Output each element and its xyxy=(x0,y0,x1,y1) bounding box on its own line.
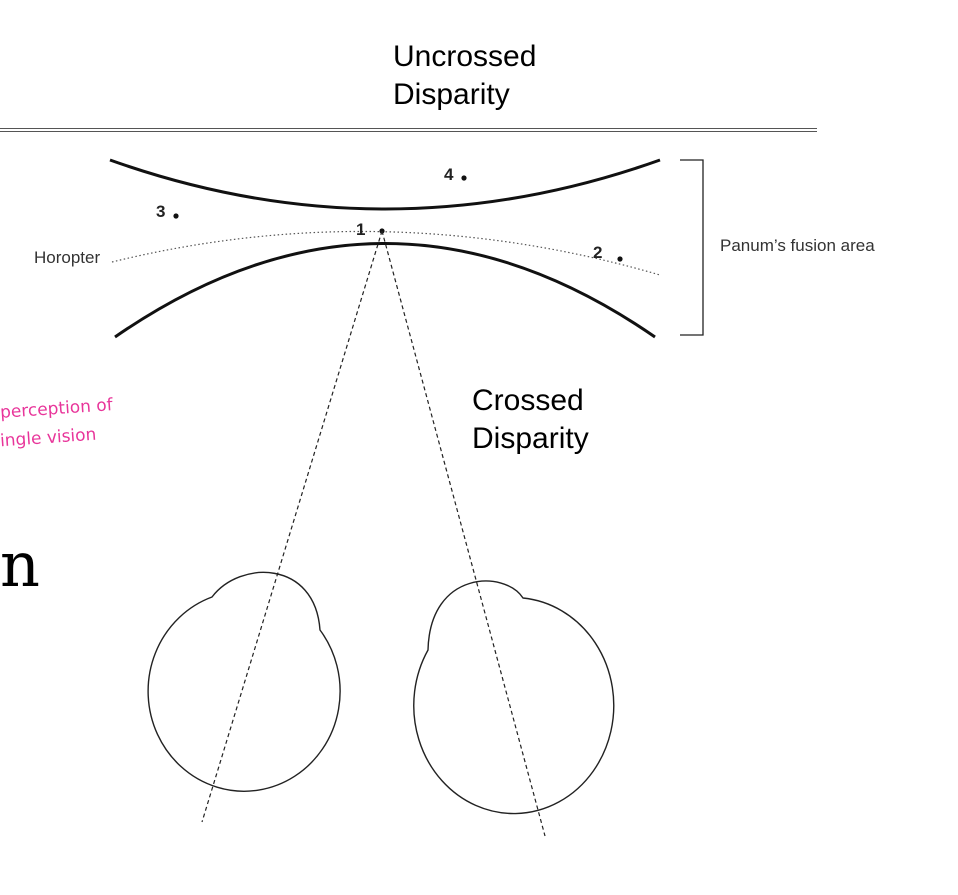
panum-fusion-area-label: Panum’s fusion area xyxy=(720,236,875,255)
title-divider xyxy=(0,128,817,132)
fusion-area-bracket xyxy=(680,159,704,336)
left-eye-line-of-sight xyxy=(201,230,383,823)
crossed-line-2: Disparity xyxy=(472,422,589,455)
horopter-label: Horopter xyxy=(34,248,101,267)
crossed-line-1: Crossed xyxy=(472,384,584,417)
cutoff-text: n xyxy=(0,528,40,601)
point-2-label: 2 xyxy=(593,243,603,262)
right-eye-line-of-sight xyxy=(381,230,546,837)
crossed-disparity-heading: Crossed Disparity xyxy=(472,382,589,458)
fusion-area-lower-boundary xyxy=(114,242,656,339)
fusion-area-upper-boundary xyxy=(109,158,661,211)
point-2-dot xyxy=(617,256,623,262)
uncrossed-disparity-heading: Uncrossed Disparity xyxy=(393,38,536,114)
point-1-label: 1 xyxy=(356,220,366,239)
uncrossed-line-2: Disparity xyxy=(393,78,510,111)
right-eye xyxy=(413,580,615,815)
left-eye xyxy=(147,571,341,792)
horopter-curve xyxy=(111,230,661,276)
point-3-label: 3 xyxy=(156,202,166,221)
point-4-label: 4 xyxy=(444,165,454,184)
uncrossed-line-1: Uncrossed xyxy=(393,40,537,73)
point-4-dot xyxy=(461,175,467,181)
point-3-dot xyxy=(173,213,179,219)
